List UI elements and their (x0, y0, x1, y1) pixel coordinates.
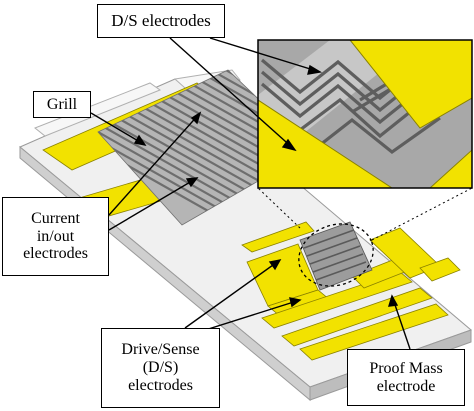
label-current-electrodes: Current in/out electrodes (2, 197, 109, 276)
label-grill: Grill (33, 91, 91, 118)
label-proof-line1: Proof Mass (369, 359, 443, 377)
label-proof-mass-electrode: Proof Mass electrode (347, 349, 465, 406)
label-drive-line3: electrodes (128, 376, 193, 394)
zoom-region-ellipse (298, 223, 374, 287)
label-drive-sense-electrodes: Drive/Sense (D/S) electrodes (101, 328, 220, 408)
zoom-lines (257, 187, 473, 241)
label-drive-line1: Drive/Sense (121, 341, 200, 359)
label-current-line3: electrodes (23, 245, 88, 263)
label-ds-electrodes-text: D/S electrodes (111, 11, 211, 31)
label-ds-electrodes: D/S electrodes (97, 4, 225, 38)
drive-sense-electrodes (241, 221, 461, 361)
label-proof-line2: electrode (376, 377, 436, 395)
label-current-line2: in/out (36, 227, 75, 245)
label-current-line1: Current (31, 209, 80, 227)
label-drive-line2: (D/S) (142, 359, 179, 377)
proof-mass (299, 221, 373, 291)
zoom-inset (257, 39, 473, 189)
label-grill-text: Grill (46, 95, 78, 113)
